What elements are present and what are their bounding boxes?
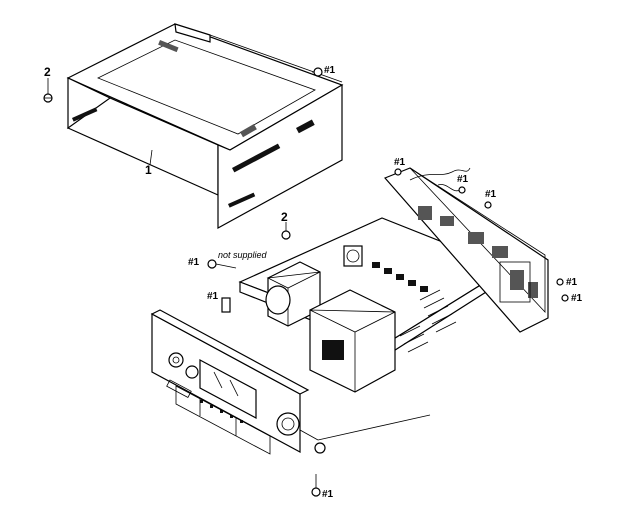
top-cover (66, 23, 344, 230)
screw-ref-side-2: #1 (571, 293, 583, 304)
cover-screws (43, 67, 323, 240)
cover-back-flange (174, 23, 211, 43)
screw-ref-top-cover: #1 (324, 65, 336, 76)
cover-part-label: 1 (145, 163, 152, 177)
screw-ref-side-1: #1 (566, 277, 578, 288)
front-panel (150, 297, 310, 455)
screw-ref-front-panel: #1 (207, 291, 219, 302)
screw-ref-rear-2: #1 (457, 174, 469, 185)
cover-screw-left-label: 2 (44, 65, 51, 79)
screw-ref-rear-1: #1 (394, 157, 406, 168)
chassis-screws (207, 168, 569, 497)
screw-ref-chassis-left: #1 (188, 257, 200, 268)
cover-top-inset (97, 39, 316, 135)
screw-ref-bottom: #1 (322, 489, 334, 500)
not-supplied-note: not supplied (218, 250, 267, 260)
cover-screw-bottom-label: 2 (281, 210, 288, 224)
screw-ref-rear-3: #1 (485, 189, 497, 200)
main-chassis (238, 167, 549, 393)
front-panel-top-edge (150, 309, 310, 395)
